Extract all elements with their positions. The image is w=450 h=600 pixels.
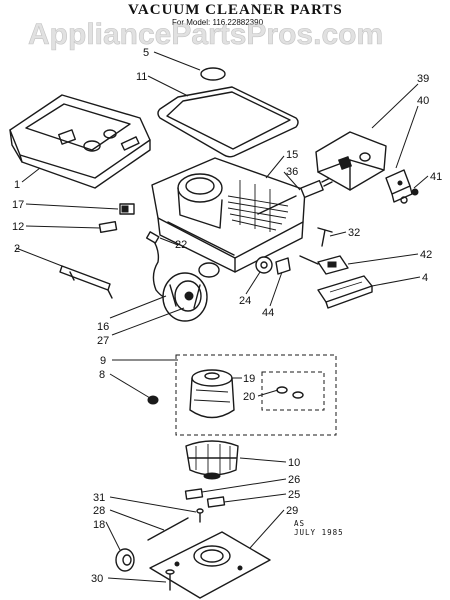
part-44-fastener	[275, 257, 291, 275]
callout-12: 12	[12, 221, 24, 233]
part-5-disc	[200, 67, 226, 81]
part-39-bracket	[315, 131, 387, 191]
callout-32: 32	[348, 227, 360, 239]
part-25-clip	[206, 496, 226, 508]
part-1-hood	[9, 94, 151, 189]
part-4-handle-piece	[317, 275, 373, 309]
diagram-title: VACUUM CLEANER PARTS	[128, 2, 343, 18]
callout-39: 39	[417, 73, 429, 85]
callout-22: 22	[175, 239, 187, 251]
callout-16: 16	[97, 321, 109, 333]
callout-9: 9	[100, 355, 106, 367]
callout-5: 5	[143, 47, 149, 59]
part-2-rod	[59, 265, 113, 299]
callout-11: 11	[136, 71, 147, 83]
part-15-housing	[151, 157, 306, 273]
callout-8: 8	[99, 369, 105, 381]
part-9-motor-assembly-box	[175, 354, 337, 436]
callout-1: 1	[14, 179, 20, 191]
callout-15: 15	[286, 149, 298, 161]
part-42-switch	[299, 255, 349, 275]
part-28-axle	[147, 517, 189, 541]
stamp-code: AS	[294, 519, 305, 528]
callout-28: 28	[93, 505, 105, 517]
model-number: For Model: 116.22882390	[172, 18, 264, 27]
callout-19: 19	[243, 373, 255, 385]
callout-40: 40	[417, 95, 429, 107]
callout-42: 42	[420, 249, 432, 261]
part-30-screw	[165, 569, 175, 591]
callout-27: 27	[97, 335, 109, 347]
part-16-motor	[162, 272, 208, 322]
part-18-wheel	[115, 548, 135, 572]
part-24-knob	[255, 256, 273, 274]
part-40-41-latch	[385, 169, 419, 204]
leader-lines	[15, 51, 429, 583]
part-17-clip	[119, 203, 135, 215]
callout-31: 31	[93, 492, 105, 504]
part-29-base-plate	[149, 531, 271, 599]
watermark: AppliancePartsPros.com	[28, 18, 383, 51]
callout-29: 29	[286, 505, 298, 517]
callout-44: 44	[262, 307, 274, 319]
callout-24: 24	[239, 295, 251, 307]
part-31-screw	[196, 508, 204, 523]
part-10-fan-housing	[185, 440, 239, 480]
callout-18: 18	[93, 519, 105, 531]
callout-10: 10	[288, 457, 300, 469]
callout-4: 4	[422, 272, 428, 284]
callout-17: 17	[12, 199, 24, 211]
part-32-screw	[317, 227, 333, 247]
part-12-block	[98, 220, 118, 234]
part-36-plug	[257, 177, 333, 215]
callout-2: 2	[14, 243, 20, 255]
callout-41: 41	[430, 171, 442, 183]
part-11-gasket	[157, 86, 299, 158]
stamp-date: JULY 1985	[294, 528, 344, 537]
part-26-clip	[184, 488, 204, 500]
part-ring-seal	[198, 262, 220, 278]
callout-25: 25	[288, 489, 300, 501]
part-8-screw	[147, 395, 159, 405]
callout-labels: 5 11 39 40 15 36 41 1 17 32 12 22 42 2 4…	[12, 47, 442, 585]
callout-20: 20	[243, 391, 255, 403]
callout-26: 26	[288, 474, 300, 486]
callout-36: 36	[286, 166, 298, 178]
callout-30: 30	[91, 573, 103, 585]
